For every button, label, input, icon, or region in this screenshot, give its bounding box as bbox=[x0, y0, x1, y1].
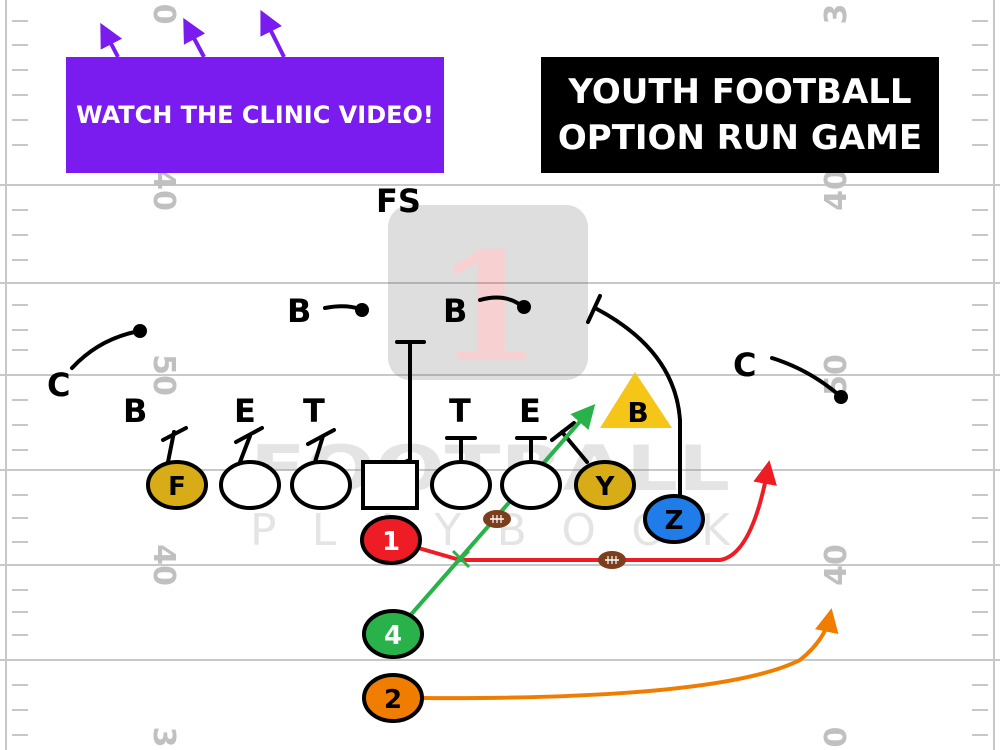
z-player-label: Z bbox=[665, 506, 684, 536]
yard-number: 50 bbox=[819, 354, 854, 396]
watch-video-button[interactable]: WATCH THE CLINIC VIDEO! bbox=[66, 57, 444, 173]
lb-left-route bbox=[323, 304, 362, 311]
t-left-label: T bbox=[303, 392, 325, 430]
watch-video-label: WATCH THE CLINIC VIDEO! bbox=[76, 101, 434, 129]
t-right-label: T bbox=[449, 392, 471, 430]
center bbox=[361, 460, 419, 510]
e-left-label: E bbox=[234, 392, 256, 430]
lb-left-label: B bbox=[287, 292, 311, 330]
f-player-label: F bbox=[168, 472, 186, 502]
title-line-2: OPTION RUN GAME bbox=[557, 118, 923, 158]
lb-mid-label: B bbox=[443, 292, 467, 330]
lb-left-dot bbox=[355, 303, 369, 317]
lt-block-head bbox=[234, 426, 264, 444]
e-right-label: E bbox=[519, 392, 541, 430]
qb-player bbox=[360, 515, 422, 565]
lg-block-head bbox=[306, 428, 336, 446]
lb-mid-dot bbox=[517, 300, 531, 314]
cb-left-route bbox=[70, 329, 142, 370]
lg-block bbox=[313, 434, 325, 464]
f-player bbox=[146, 460, 208, 510]
qb-option-route bbox=[414, 460, 777, 562]
y-player-label: Y bbox=[595, 472, 616, 502]
yard-number: 0 bbox=[146, 4, 181, 25]
right-guard bbox=[430, 460, 492, 510]
z-player bbox=[643, 494, 705, 544]
f-block-head bbox=[161, 426, 188, 442]
mesh-x-icon bbox=[451, 549, 471, 569]
watermark-logo: 1 FOOTBALL PLAYBOOK bbox=[250, 205, 731, 556]
right-tackle bbox=[500, 460, 562, 510]
left-guard bbox=[290, 460, 352, 510]
y-block-head bbox=[550, 421, 576, 442]
cb-left-dot bbox=[133, 324, 147, 338]
hash-marks bbox=[12, 20, 988, 736]
cb-right-route bbox=[770, 356, 842, 398]
yard-number: 3 bbox=[146, 727, 181, 748]
z-block bbox=[593, 306, 682, 500]
cb-right-label: C bbox=[733, 346, 756, 384]
cb-right-dot bbox=[834, 390, 848, 404]
play-title: YOUTH FOOTBALL OPTION RUN GAME bbox=[541, 57, 939, 173]
z-block-head bbox=[586, 294, 602, 324]
football-icon bbox=[483, 510, 511, 528]
yard-number: 0 bbox=[819, 727, 854, 748]
qb-player-label: 1 bbox=[382, 527, 400, 557]
cb-left-label: C bbox=[47, 366, 70, 404]
wb-player bbox=[362, 673, 424, 723]
banner-arrows bbox=[100, 9, 286, 58]
football-icon bbox=[598, 551, 626, 569]
lt-block bbox=[238, 434, 252, 464]
wb-pitch-route bbox=[419, 608, 839, 701]
yard-number: 40 bbox=[819, 169, 854, 211]
title-line-1: YOUTH FOOTBALL bbox=[568, 72, 912, 112]
read-key-triangle bbox=[600, 372, 672, 428]
b-left-label: B bbox=[123, 392, 147, 430]
rb-player bbox=[362, 609, 424, 659]
yard-number: 3 bbox=[819, 4, 854, 25]
left-tackle bbox=[219, 460, 281, 510]
rb-player-label: 4 bbox=[384, 621, 402, 651]
yard-number: 40 bbox=[146, 169, 181, 211]
fs-label: FS bbox=[376, 182, 421, 220]
yard-number: 50 bbox=[146, 354, 181, 396]
wb-player-label: 2 bbox=[384, 685, 402, 715]
yard-number: 40 bbox=[819, 544, 854, 586]
yard-number: 40 bbox=[146, 544, 181, 586]
read-key-label: B bbox=[627, 396, 648, 429]
y-player bbox=[574, 460, 636, 510]
